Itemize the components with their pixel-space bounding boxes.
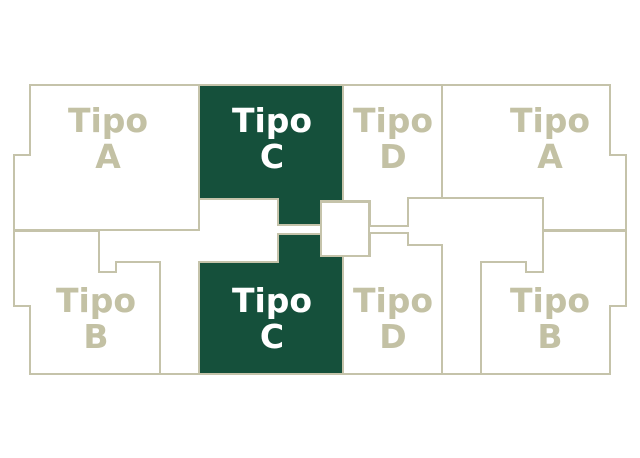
unit-tipo-b-left[interactable]	[13, 230, 161, 375]
unit-tipo-b-right[interactable]	[480, 230, 627, 375]
label-tipo-c-bottom-line2: C	[260, 317, 284, 356]
label-tipo-d-top-line2: D	[379, 137, 406, 176]
label-tipo-d-top: Tipo D	[353, 101, 433, 176]
label-tipo-b-right-line2: B	[537, 317, 562, 356]
label-tipo-d-bottom-line1: Tipo	[353, 281, 433, 320]
label-tipo-c-top: Tipo C	[232, 101, 312, 176]
unit-tipo-d-bottom[interactable]	[342, 232, 443, 375]
label-tipo-a-right-line1: Tipo	[510, 101, 590, 140]
label-tipo-d-top-line1: Tipo	[353, 101, 433, 140]
central-core	[320, 201, 370, 257]
label-tipo-b-left: Tipo B	[56, 281, 136, 356]
label-tipo-c-top-line1: Tipo	[232, 101, 312, 140]
label-tipo-c-bottom-line1: Tipo	[232, 281, 312, 320]
label-tipo-a-left-line1: Tipo	[68, 101, 148, 140]
label-tipo-d-bottom: Tipo D	[353, 281, 433, 356]
label-tipo-a-left-line2: A	[95, 137, 121, 176]
label-tipo-b-left-line2: B	[83, 317, 108, 356]
label-tipo-b-right-line1: Tipo	[510, 281, 590, 320]
label-tipo-d-bottom-line2: D	[379, 317, 406, 356]
label-tipo-b-left-line1: Tipo	[56, 281, 136, 320]
label-tipo-a-left: Tipo A	[68, 101, 148, 176]
label-tipo-c-top-line2: C	[260, 137, 284, 176]
label-tipo-b-right: Tipo B	[510, 281, 590, 356]
label-tipo-a-right-line2: A	[537, 137, 563, 176]
label-tipo-c-bottom: Tipo C	[232, 281, 312, 356]
label-tipo-a-right: Tipo A	[510, 101, 590, 176]
